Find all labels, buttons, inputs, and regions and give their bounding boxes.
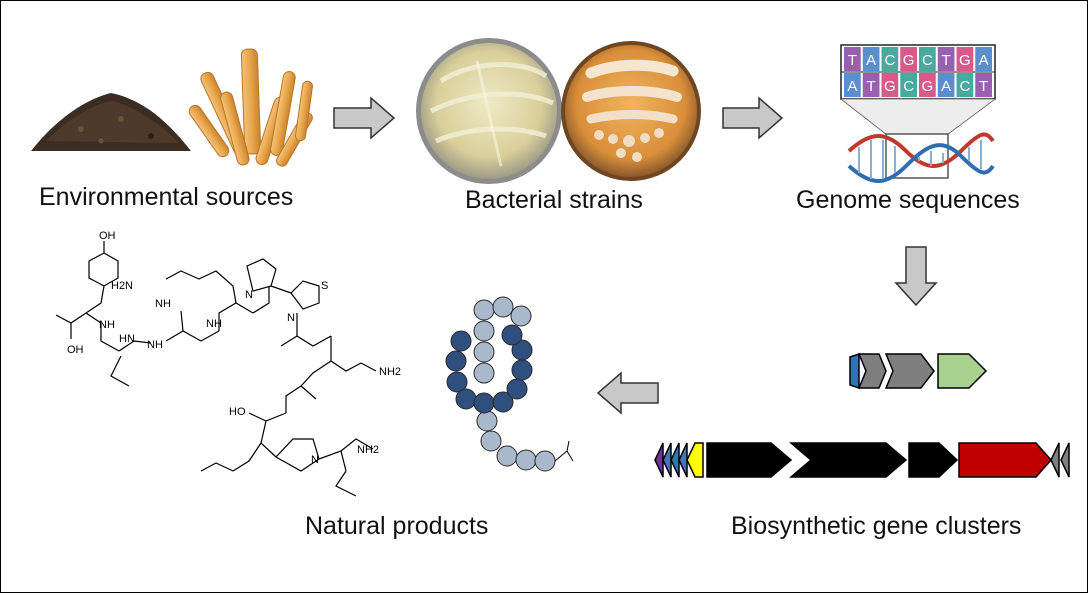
dna-base-tile xyxy=(900,47,917,71)
dna-base-letter: C xyxy=(884,52,895,69)
atom-label: N xyxy=(287,312,295,324)
dna-base-tile xyxy=(937,47,955,71)
arrow-left xyxy=(596,371,659,415)
atom-label: HO xyxy=(229,406,246,418)
atom-label: H2N xyxy=(111,280,133,292)
petri-dish-pale-icon xyxy=(416,38,562,184)
dna-base-letter: T xyxy=(979,78,988,95)
dna-base-letter: G xyxy=(922,78,934,95)
dna-base-tile xyxy=(919,73,936,97)
label-genome-sequences: Genome sequences xyxy=(796,186,1020,214)
dna-base-tile xyxy=(862,73,880,97)
atom-label: HN xyxy=(119,333,135,345)
atom-label: NH2 xyxy=(379,366,401,378)
soil-pile-icon xyxy=(31,93,191,151)
label-biosynthetic-gene-clusters: Biosynthetic gene clusters xyxy=(731,512,1022,540)
chemical-atom-labels: OH H2N NH HN NH NH NH N N S OH NH2 HO NH… xyxy=(67,230,401,466)
dna-base-letter: A xyxy=(979,52,989,69)
lasso-peptide-icon xyxy=(445,296,574,472)
dna-base-letter: T xyxy=(942,52,951,69)
arrow-right-2 xyxy=(722,96,784,140)
gene-cluster-small xyxy=(849,352,988,390)
atom-label: NH xyxy=(206,318,222,330)
label-environmental-sources: Environmental sources xyxy=(39,183,294,211)
dna-base-tile xyxy=(975,47,992,71)
atom-label: S xyxy=(321,280,328,292)
dna-base-letter: A xyxy=(941,78,951,95)
dna-base-tile xyxy=(975,73,992,97)
gene-cluster-large xyxy=(654,442,1070,478)
atom-label: OH xyxy=(67,344,84,356)
dna-base-tile xyxy=(900,73,917,97)
dna-base-letter: G xyxy=(884,78,896,95)
tube-worms-icon xyxy=(188,48,313,167)
dna-base-letter: C xyxy=(959,78,970,95)
atom-label: NH xyxy=(99,319,115,331)
dna-base-tile xyxy=(919,47,936,71)
dna-base-tile xyxy=(881,73,899,97)
dna-base-tile xyxy=(956,73,974,97)
arrow-down xyxy=(894,246,938,307)
dna-base-letter: C xyxy=(922,52,933,69)
atom-label: N xyxy=(245,289,253,301)
atom-label: OH xyxy=(99,230,116,242)
dna-base-tile xyxy=(956,47,974,71)
dna-base-letter: T xyxy=(848,52,857,69)
dna-base-tile xyxy=(881,47,899,71)
dna-base-letter: G xyxy=(903,52,915,69)
dna-base-letter: G xyxy=(959,52,971,69)
dna-base-letter: T xyxy=(867,78,876,95)
atom-label: NH xyxy=(155,298,171,310)
atom-label: NH2 xyxy=(357,444,379,456)
dna-base-tile xyxy=(862,47,880,71)
chemical-structure xyxy=(55,241,377,497)
dna-base-tile xyxy=(844,47,861,71)
dna-base-letter: C xyxy=(903,78,914,95)
petri-dish-orange-icon xyxy=(561,41,701,181)
label-natural-products: Natural products xyxy=(305,512,489,540)
dna-base-letter: A xyxy=(866,52,876,69)
atom-label: NH xyxy=(147,339,163,351)
dna-base-letter: A xyxy=(847,78,857,95)
dna-helix-icon xyxy=(847,132,995,183)
dna-base-tile xyxy=(844,73,861,97)
arrow-right-1 xyxy=(333,96,396,140)
label-bacterial-strains: Bacterial strains xyxy=(465,186,643,214)
dna-base-tile xyxy=(937,73,955,97)
atom-label: N xyxy=(311,454,319,466)
